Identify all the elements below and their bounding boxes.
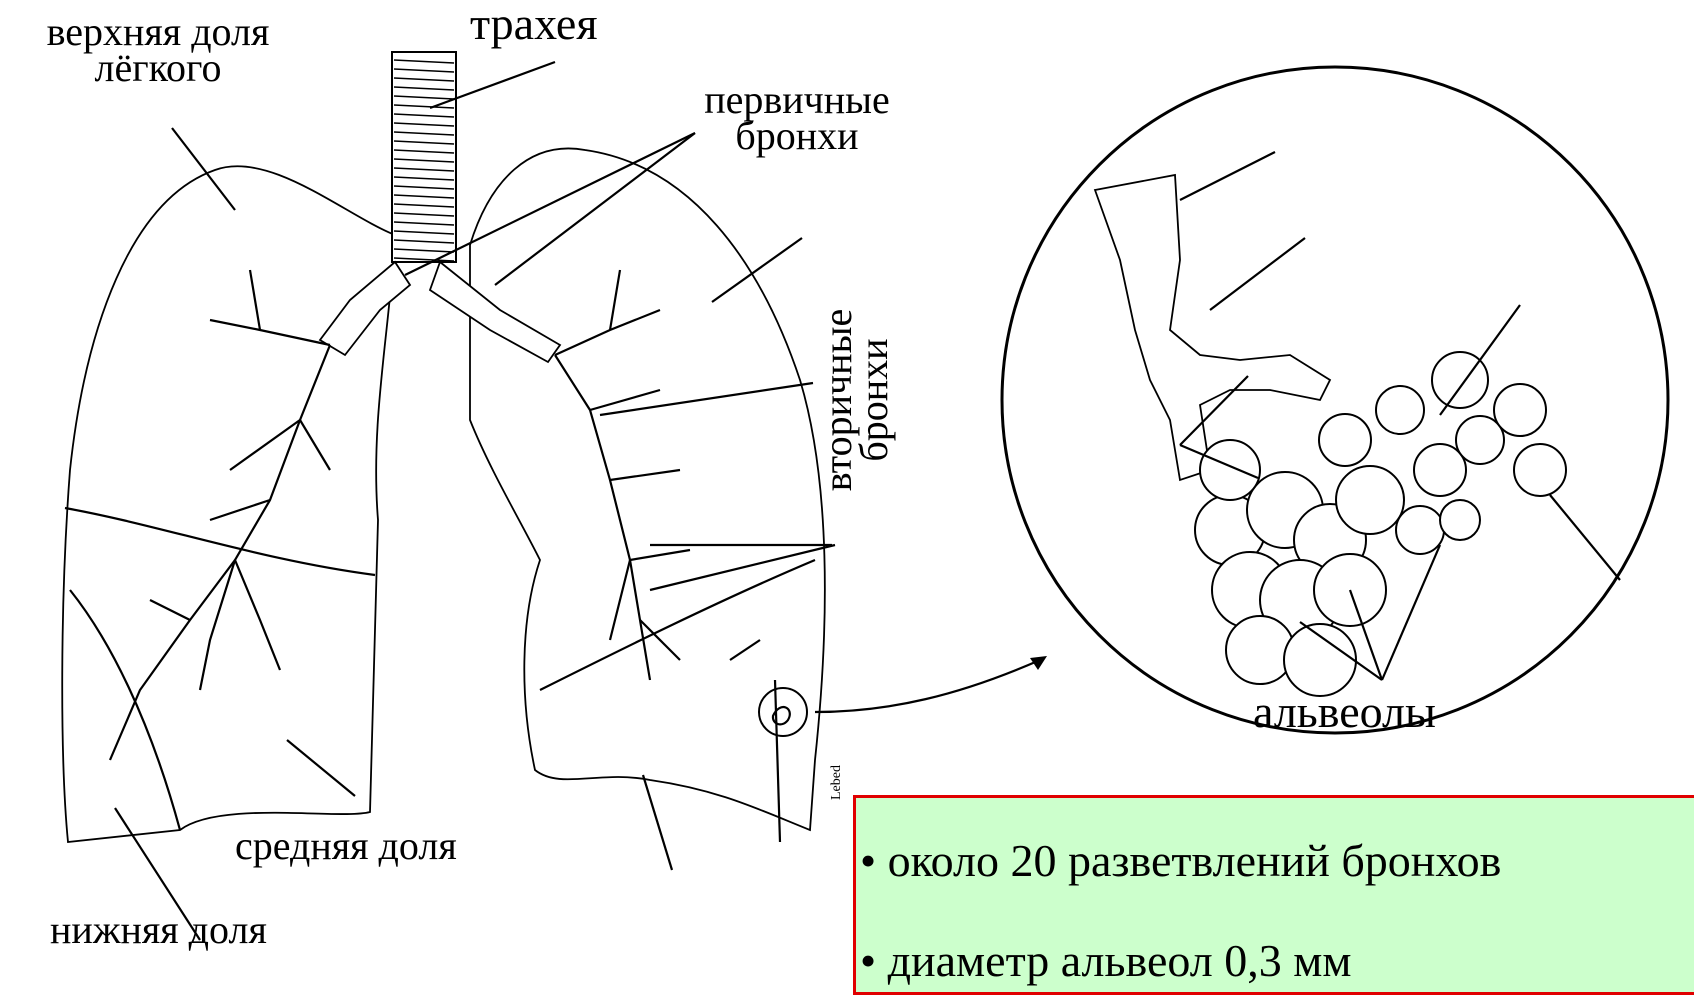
label-alveoli: альвеолы (1253, 694, 1436, 730)
alveolus (1319, 414, 1371, 466)
alveolus (1200, 440, 1260, 500)
label-upper-lobe: верхняя доля лёгкого (8, 14, 308, 86)
label-lower-lobe: нижняя доля (50, 912, 267, 948)
label-secondary-bronchi: вторичные бронхи (820, 260, 892, 540)
magnify-arrow (815, 660, 1040, 712)
alveolus (1514, 444, 1566, 496)
label-trachea: трахея (470, 6, 598, 42)
trachea-graphic (392, 52, 456, 262)
fact-text: около 20 разветвлений бронхов (888, 835, 1502, 886)
facts-box: • около 20 разветвлений бронхов • диамет… (853, 795, 1694, 995)
alveolus (1376, 386, 1424, 434)
right-lung-outline (62, 166, 395, 842)
label-middle-lobe: средняя доля (235, 828, 457, 864)
label-secondary-bronchi-wrap: вторичные бронхи (798, 246, 908, 516)
fact-item: • около 20 разветвлений бронхов (860, 834, 1501, 887)
alveolus (1336, 466, 1404, 534)
alveolus (1226, 616, 1294, 684)
label-primary-bronchi: первичные бронхи (672, 82, 922, 154)
alveolus (1494, 384, 1546, 436)
artist-signature: Lebed (829, 765, 844, 800)
alveolus (1396, 506, 1444, 554)
fact-text: диаметр альвеол 0,3 мм (888, 935, 1352, 986)
fact-item: • диаметр альвеол 0,3 мм (860, 934, 1351, 987)
magnify-spot (759, 688, 807, 736)
alveolus (1440, 500, 1480, 540)
